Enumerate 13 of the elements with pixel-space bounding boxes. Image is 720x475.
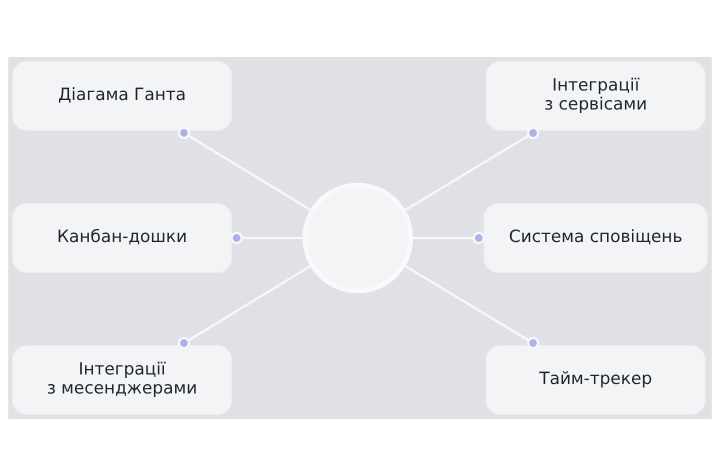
- node-box: Тайм-трекер: [486, 344, 706, 415]
- node-circle: [302, 182, 413, 293]
- node-box: Канбан-дошки: [12, 202, 232, 272]
- node-box: Діагама Ганта: [12, 60, 232, 130]
- node-box: Інтеграції з сервісами: [486, 60, 706, 130]
- connector: [410, 231, 485, 244]
- node-box: Інтеграції з месенджерами: [12, 344, 232, 415]
- connector: [178, 264, 313, 349]
- connector: [403, 126, 540, 212]
- connector: [178, 126, 313, 212]
- node-box: Система сповіщень: [483, 202, 708, 272]
- connector: [403, 264, 540, 349]
- connector: [230, 231, 305, 244]
